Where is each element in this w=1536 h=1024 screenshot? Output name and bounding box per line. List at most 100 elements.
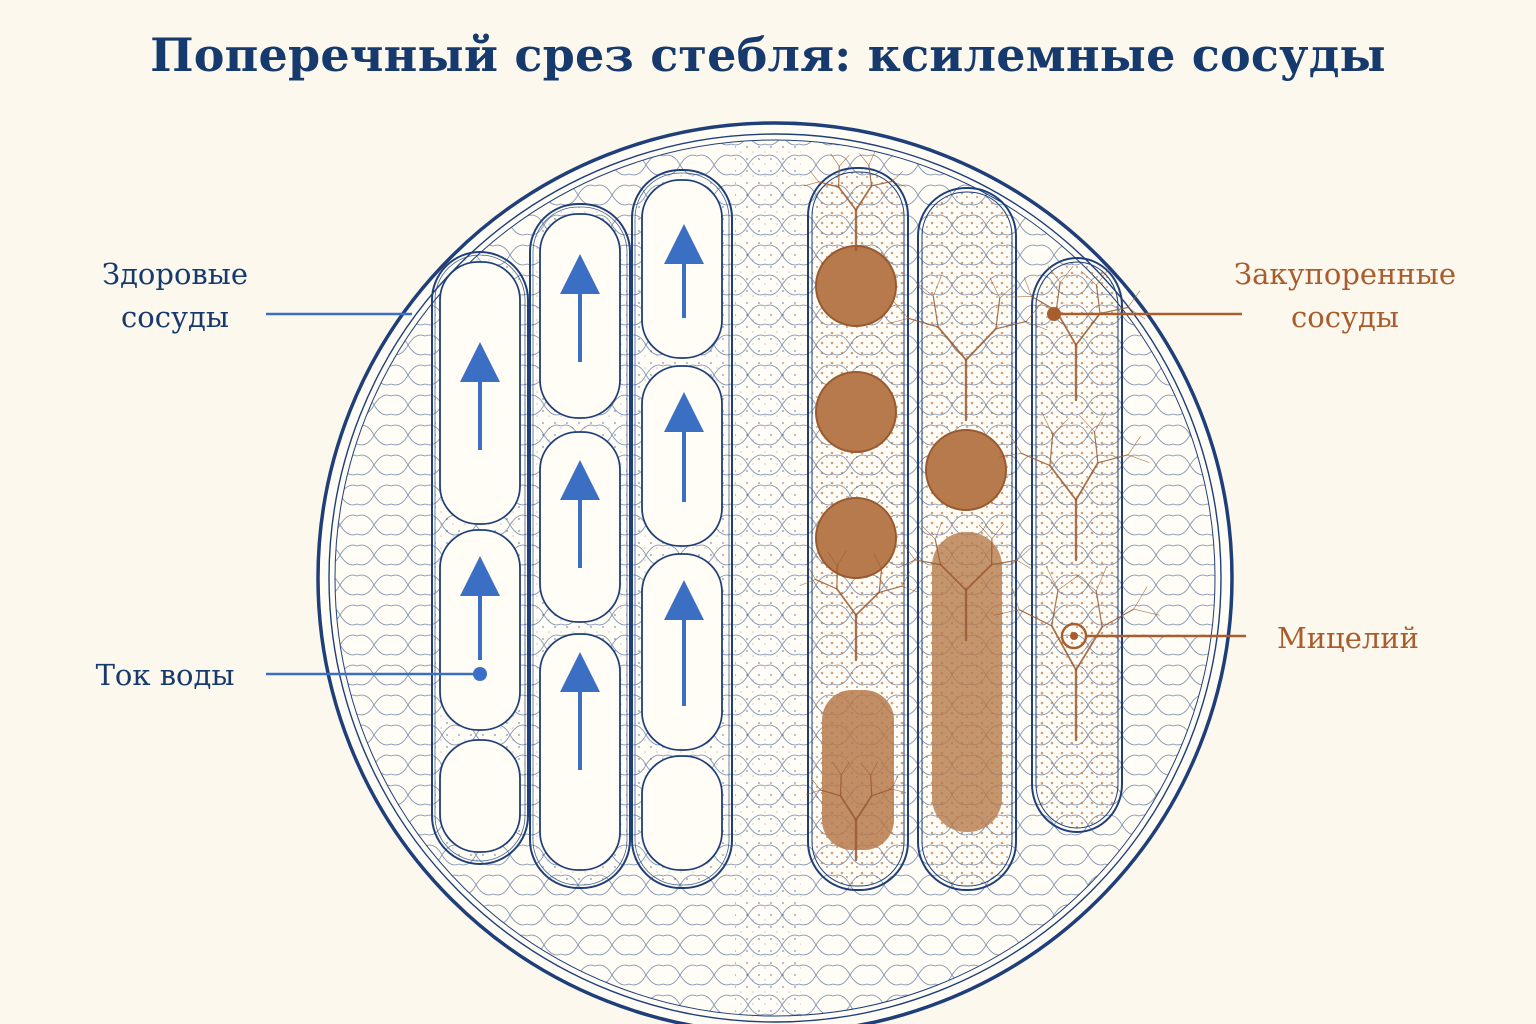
hypha-branch bbox=[1075, 461, 1099, 501]
hypha-branch bbox=[870, 761, 878, 776]
hypha-branch bbox=[921, 525, 936, 540]
hypha-branch bbox=[855, 184, 873, 211]
healthy-vessels-label-line2: сосуды bbox=[121, 300, 229, 334]
hypha-branch bbox=[1093, 431, 1099, 464]
hypha-branch bbox=[870, 774, 873, 797]
hypha-branch bbox=[1049, 464, 1077, 501]
hypha-branch bbox=[870, 180, 893, 187]
hypha-branch bbox=[1020, 452, 1051, 467]
hypha-branch bbox=[830, 153, 840, 167]
hypha-branch bbox=[890, 775, 899, 790]
hypha-branch bbox=[1050, 624, 1077, 671]
hypha-branch bbox=[1049, 434, 1054, 467]
hypha-branch bbox=[1097, 454, 1129, 464]
healthy-vessel-element bbox=[641, 755, 723, 871]
hypha-branch bbox=[990, 559, 1018, 566]
hypha-branch bbox=[1081, 270, 1097, 286]
hypha-branch bbox=[1101, 608, 1135, 628]
hypha-branch bbox=[868, 151, 876, 166]
hypha-branch bbox=[840, 762, 850, 776]
stem-epidermis-ring bbox=[328, 133, 1222, 1023]
healthy-vessel-column bbox=[431, 251, 529, 865]
water-flow-label: Ток воды bbox=[96, 658, 235, 692]
hypha-branch bbox=[1025, 303, 1041, 322]
hypha-branch bbox=[1127, 435, 1141, 456]
hypha-branch bbox=[1133, 608, 1160, 616]
hypha-branch bbox=[837, 186, 857, 211]
blocked-callout-dot bbox=[1047, 307, 1061, 321]
healthy-vessel-column bbox=[631, 169, 733, 889]
labels: Здоровые сосуды Ток воды Закупоренные со… bbox=[96, 257, 1456, 692]
mycelium-callout-dot bbox=[1070, 632, 1078, 640]
callouts bbox=[266, 307, 1246, 681]
hypha-branch bbox=[819, 789, 842, 797]
hypha-branch bbox=[839, 794, 857, 821]
hypha-branch bbox=[855, 794, 873, 821]
hypha-branch bbox=[871, 788, 892, 797]
hypha-branch bbox=[836, 550, 847, 566]
hypha-branch bbox=[978, 524, 993, 540]
hypha-branch bbox=[999, 282, 1017, 299]
hypha-branch bbox=[838, 154, 850, 167]
hypha-branch bbox=[810, 778, 821, 791]
hypha-branch bbox=[1059, 266, 1074, 283]
hypha-branch bbox=[890, 788, 907, 793]
hypha-branch bbox=[878, 585, 903, 594]
hypha-branch bbox=[1042, 414, 1053, 435]
hypha-branch bbox=[907, 317, 939, 328]
hypha-branch bbox=[1095, 284, 1101, 315]
hypha-branch bbox=[995, 297, 1001, 330]
mycelium-label: Мицелий bbox=[1277, 621, 1419, 655]
tylosis-plug bbox=[815, 245, 897, 327]
central-pith-strip bbox=[735, 140, 801, 1018]
hypha-branch bbox=[932, 275, 942, 297]
hypha-branch bbox=[934, 521, 943, 540]
hypha-branch bbox=[809, 169, 819, 183]
hypha-branch bbox=[1127, 290, 1141, 308]
blocked-vessel-column bbox=[917, 187, 1017, 891]
hypha-branch bbox=[1095, 566, 1107, 592]
hypha-branch bbox=[1010, 296, 1032, 298]
hypha-branch bbox=[991, 523, 1004, 540]
fungal-mass bbox=[822, 690, 894, 850]
hypha-branch bbox=[891, 181, 907, 187]
hypha-branch bbox=[937, 326, 967, 361]
hypha-branch bbox=[914, 559, 942, 566]
hypha-branch bbox=[965, 563, 993, 591]
hypha-branch bbox=[1079, 414, 1095, 433]
hypha-branch bbox=[901, 585, 918, 593]
hypha-branch bbox=[814, 578, 838, 590]
blocked-vessels bbox=[799, 151, 1160, 891]
hypha-branch bbox=[855, 591, 881, 616]
healthy-vessel-element bbox=[439, 739, 521, 853]
hypha-branch bbox=[932, 295, 939, 328]
hypha-branch bbox=[1075, 312, 1101, 346]
hypha-branch bbox=[893, 301, 909, 319]
hypha-branch bbox=[832, 762, 842, 776]
hypha-branch bbox=[839, 774, 842, 797]
hypha-branch bbox=[1010, 584, 1020, 611]
hypha-branch bbox=[860, 763, 872, 776]
hypha-branch bbox=[1096, 268, 1110, 286]
hypha-branch bbox=[1055, 281, 1061, 312]
hypha-branch bbox=[901, 571, 911, 587]
mycelium-callout-ring bbox=[1060, 622, 1088, 650]
tylosis-plug bbox=[925, 429, 1007, 511]
hypha-branch bbox=[886, 317, 909, 325]
hypha-branch bbox=[836, 588, 857, 616]
hypha-branch bbox=[965, 327, 997, 361]
hypha-branch bbox=[989, 277, 1001, 299]
hypha-branch bbox=[891, 171, 904, 182]
blocked-vessels-label-line2: сосуды bbox=[1291, 300, 1399, 334]
hypha-branch bbox=[806, 564, 816, 580]
blocked-vessels-label-line1: Закупоренные bbox=[1234, 257, 1456, 291]
hypha-branch bbox=[817, 181, 840, 188]
hypha-branch bbox=[805, 789, 821, 795]
hypha-branch bbox=[897, 559, 916, 569]
hypha-branch bbox=[1133, 586, 1148, 610]
hypha-branch bbox=[827, 551, 838, 566]
hypha-branch bbox=[1075, 574, 1097, 592]
diagram-title: Поперечный срез стебля: ксилемные сосуды bbox=[150, 28, 1386, 82]
hypha-branch bbox=[915, 281, 934, 297]
